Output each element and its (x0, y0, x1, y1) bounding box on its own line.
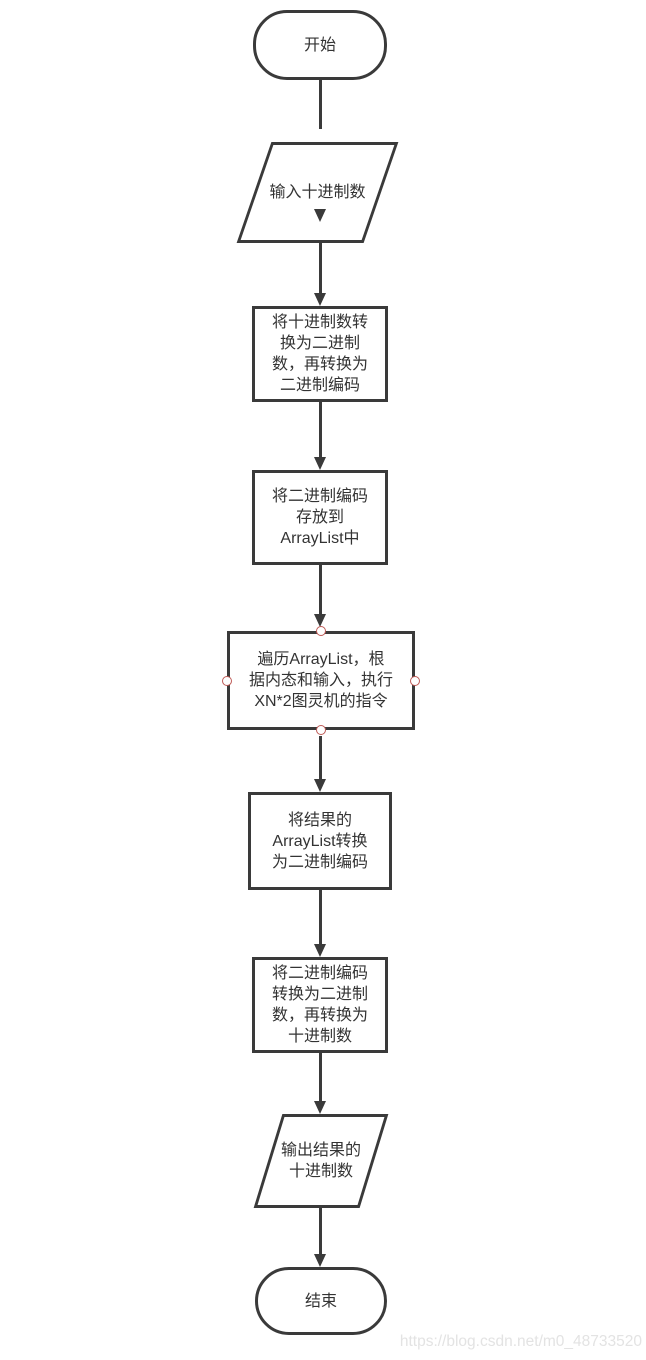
node-output-decimal[interactable]: 输出结果的 十进制数 (253, 1114, 389, 1208)
node-binary-code-to-decimal[interactable]: 将二进制编码 转换为二进制 数，再转换为 十进制数 (252, 957, 388, 1053)
arrowhead-icon (313, 457, 326, 470)
arrowhead-icon (313, 209, 326, 222)
arrowhead-icon (313, 779, 326, 792)
node-result-arraylist-to-binary-code[interactable]: 将结果的 ArrayList转换 为二进制编码 (248, 792, 392, 890)
arrowhead-icon (313, 293, 326, 306)
connection-point-bottom-handle[interactable] (316, 725, 326, 735)
arrowhead-icon (313, 944, 326, 957)
arrowhead-icon (313, 614, 326, 627)
node-store-in-arraylist-label: 将二进制编码 存放到 ArrayList中 (271, 488, 368, 547)
node-start[interactable]: 开始 (253, 10, 387, 80)
connection-point-right-handle[interactable] (410, 675, 420, 686)
connector-line (319, 890, 322, 944)
arrowhead-icon (313, 1254, 326, 1267)
node-traverse-arraylist-turing[interactable]: 遍历ArrayList，根 据内态和输入，执行 XN*2图灵机的指令 (227, 631, 415, 730)
node-traverse-arraylist-turing-label: 遍历ArrayList，根 据内态和输入，执行 XN*2图灵机的指令 (248, 651, 393, 710)
connection-point-left-handle[interactable] (222, 675, 232, 686)
node-start-label: 开始 (303, 36, 336, 54)
connection-point-top-handle[interactable] (316, 626, 326, 636)
node-input-decimal[interactable]: 输入十进制数 (236, 142, 399, 243)
node-decimal-to-binary-code[interactable]: 将十进制数转 换为二进制 数，再转换为 二进制编码 (252, 306, 388, 402)
node-input-decimal-label: 输入十进制数 (269, 184, 366, 201)
node-output-decimal-label: 输出结果的 十进制数 (280, 1142, 361, 1180)
connector-line (319, 243, 322, 293)
connector-line (319, 80, 322, 129)
node-end[interactable]: 结束 (255, 1267, 387, 1335)
node-end-label: 结束 (304, 1292, 337, 1310)
arrowhead-icon (313, 1101, 326, 1114)
node-store-in-arraylist[interactable]: 将二进制编码 存放到 ArrayList中 (252, 470, 388, 565)
connector-line (319, 1053, 322, 1101)
connector-line (319, 565, 322, 614)
node-binary-code-to-decimal-label: 将二进制编码 转换为二进制 数，再转换为 十进制数 (271, 965, 368, 1045)
node-result-arraylist-to-binary-code-label: 将结果的 ArrayList转换 为二进制编码 (271, 811, 368, 871)
connector-line (319, 736, 322, 779)
node-decimal-to-binary-code-label: 将十进制数转 换为二进制 数，再转换为 二进制编码 (271, 314, 368, 394)
connector-line (319, 402, 322, 457)
connector-line (319, 1208, 322, 1254)
csdn-watermark: https://blog.csdn.net/m0_48733520 (399, 1333, 642, 1350)
